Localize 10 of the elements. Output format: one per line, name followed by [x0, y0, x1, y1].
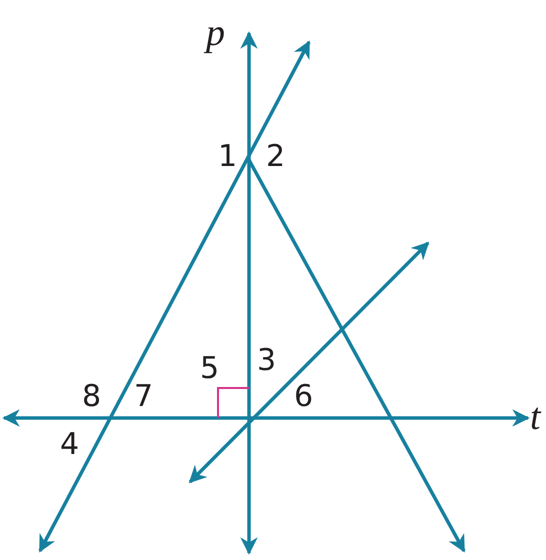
angle-number: 8 — [82, 382, 102, 412]
angle-number: 6 — [294, 382, 314, 412]
line-label: t — [530, 398, 541, 436]
angle-number: 1 — [218, 142, 238, 172]
angle-number: 4 — [60, 430, 80, 460]
angle-number: 3 — [257, 346, 276, 376]
line-label: p — [206, 14, 225, 52]
angle-number: 7 — [134, 382, 154, 412]
angle-number: 5 — [200, 354, 220, 384]
angle-number: 2 — [266, 142, 286, 172]
